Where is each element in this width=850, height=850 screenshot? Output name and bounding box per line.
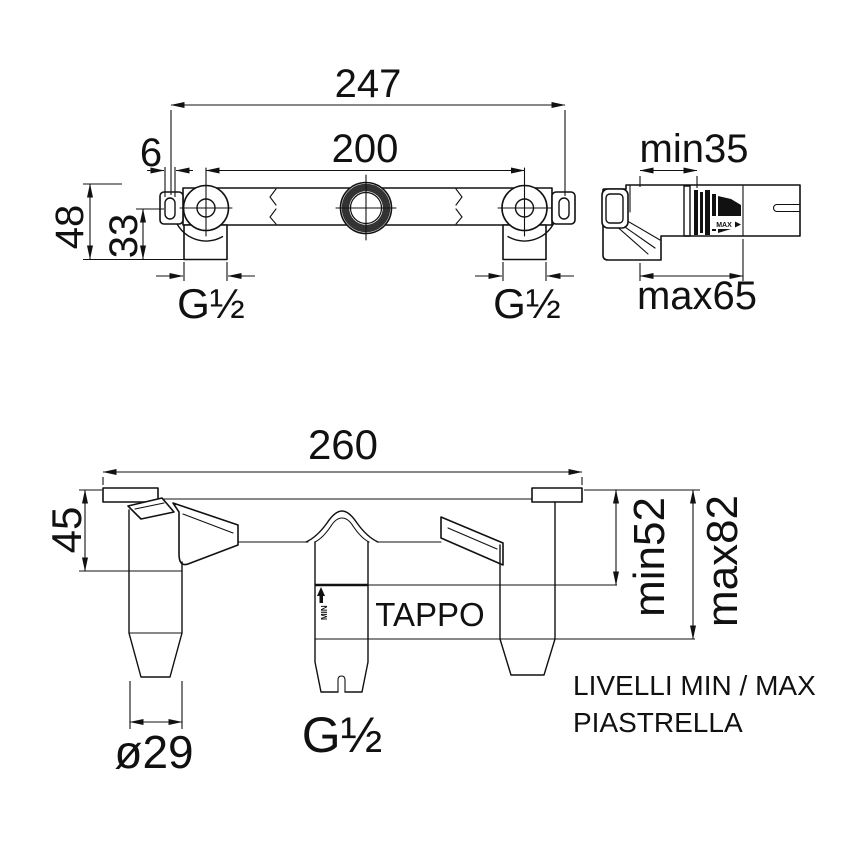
bar-break-mark-right xyxy=(455,188,463,225)
dim-45-label: 45 xyxy=(43,507,90,554)
dim-33-label: 33 xyxy=(102,214,146,259)
dim-260-extensions xyxy=(102,477,583,485)
right-wing xyxy=(440,516,504,566)
bar-break-mark-left xyxy=(269,188,277,225)
right-port-label: G½ xyxy=(493,280,561,327)
right-port-extensions xyxy=(502,262,547,281)
dim-6-label: 6 xyxy=(140,131,162,175)
center-port-label: G½ xyxy=(302,707,383,763)
center-leg-notch xyxy=(337,675,346,693)
note-line-1: LIVELLI MIN / MAX xyxy=(573,670,816,701)
side-wall-ear-inner xyxy=(605,193,624,224)
left-inlet-crosshair xyxy=(179,167,233,237)
left-flange-slot xyxy=(164,197,176,220)
cartridge-rib xyxy=(694,190,698,235)
dim-260-label: 260 xyxy=(308,421,378,468)
tappo-label: TAPPO xyxy=(375,596,484,633)
left-tab-wedge-edge xyxy=(134,502,165,510)
dim-dia29-label: ø29 xyxy=(114,726,193,778)
dim-247-extensions xyxy=(170,110,566,196)
center-outlet-crosshair xyxy=(335,174,397,241)
dim-247-label: 247 xyxy=(335,62,402,106)
dim-200-label: 200 xyxy=(332,127,399,171)
min-level-marker-label: MIN xyxy=(320,605,329,620)
dim-max65-label: max65 xyxy=(637,274,757,318)
dim-6-extensions xyxy=(164,167,176,197)
center-arch-outer xyxy=(305,510,379,543)
dim-min35-extensions xyxy=(639,176,698,188)
right-inlet-crosshair xyxy=(497,167,552,237)
left-wing-inner-edge xyxy=(182,513,234,534)
min-level-arrow-shaft xyxy=(319,596,323,603)
front-view: MIN xyxy=(102,487,695,693)
cartridge-max-marker: MAX xyxy=(716,222,732,229)
dim-min35-label: min35 xyxy=(640,127,749,171)
dim-48-label: 48 xyxy=(48,205,92,250)
cartridge-rib xyxy=(705,190,710,235)
cartridge-rib xyxy=(712,194,716,231)
right-leg xyxy=(499,501,556,676)
cartridge-rib xyxy=(700,192,703,233)
center-arch-inner xyxy=(314,517,370,543)
dimensions: 247 200 6 48 33 G½ G½ min35 max65 260 xyxy=(43,62,816,778)
right-wing-inner-edge xyxy=(447,527,498,550)
dim-max82-label: max82 xyxy=(698,495,747,627)
right-flange-slot xyxy=(558,197,570,220)
top-view xyxy=(159,167,576,261)
side-view: MAX xyxy=(601,184,801,261)
side-wall-ear xyxy=(601,188,629,229)
dim-min52-label: min52 xyxy=(625,497,674,617)
cylinder-slot xyxy=(772,203,801,213)
cartridge-label-plate xyxy=(712,216,742,229)
plate-right-tab xyxy=(531,487,583,503)
left-port-label: G½ xyxy=(177,280,245,327)
cartridge-max-arrow-icon xyxy=(735,221,741,228)
note-line-2: PIASTRELLA xyxy=(573,707,743,738)
center-leg xyxy=(314,541,369,693)
cartridge-flange xyxy=(683,185,691,237)
left-port-extensions xyxy=(183,262,228,281)
min-level-arrow-icon xyxy=(317,587,325,596)
plate-left-tab xyxy=(102,487,159,503)
